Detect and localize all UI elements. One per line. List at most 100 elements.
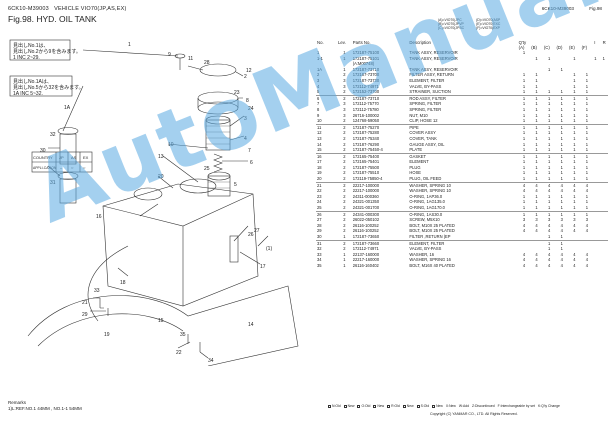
part-description: PLATE xyxy=(409,147,423,153)
table-row: (A:M00748) xyxy=(316,61,608,67)
application-as: ○ xyxy=(71,165,74,170)
part-qty xyxy=(517,239,531,247)
part-qty: 1 xyxy=(522,147,526,153)
part-qty: 1 xyxy=(530,94,543,102)
part-number: 172112-74971 xyxy=(352,246,379,252)
part-level: 1 xyxy=(343,234,346,239)
part-number: 172187-73700 xyxy=(352,72,380,78)
page-header-right: 6CK10-M39003 Fig.98 xyxy=(528,6,602,11)
part-qty: 1 xyxy=(585,112,589,118)
legend-item: New xyxy=(432,404,443,408)
part-number: 24311-000360 xyxy=(352,193,379,199)
part-qty: 1 xyxy=(535,106,538,112)
part-qty: 4 xyxy=(573,251,576,257)
callout-20: 20 xyxy=(158,174,164,180)
qty-col-c: (C) xyxy=(543,45,550,50)
part-number: 26716-100002 xyxy=(352,112,380,118)
model-code: (E)=VIO70(EXC xyxy=(476,22,501,26)
part-level: 3 xyxy=(343,83,346,89)
part-qty: 1 xyxy=(522,176,526,182)
part-qty: 1 xyxy=(555,94,569,102)
part-qty: 1 xyxy=(535,83,538,89)
legend-box-icon xyxy=(373,404,377,408)
part-qty: 1 xyxy=(560,176,563,182)
part-qty: 1 xyxy=(535,55,538,61)
part-level: 1 xyxy=(343,251,346,257)
part-number: 172187-75101 xyxy=(352,55,380,61)
part-qty: 1 xyxy=(548,176,551,182)
part-qty: 4 xyxy=(560,257,563,263)
part-number: 22217-160000 xyxy=(352,257,380,263)
callout-1: 1 xyxy=(128,42,131,48)
part-description: HOSE xyxy=(409,170,422,176)
part-qty: 4 xyxy=(580,181,594,189)
callout-33: 33 xyxy=(94,288,100,294)
qty-col-d: (D) xyxy=(556,45,563,50)
part-qty: 1 xyxy=(555,210,569,218)
legend-item: Z:Discontinued xyxy=(472,404,495,408)
vehicle-name: VEHICLE VIO70(JP,AS,EX) xyxy=(54,6,127,12)
part-qty: 1 xyxy=(522,72,526,78)
part-no-index: 34 xyxy=(317,257,322,263)
part-qty: 1 xyxy=(535,101,538,107)
legend-text: New xyxy=(436,404,443,408)
remarks: Remarks 1)L:REF.NO.1 44MM , NO.1-1 54MM xyxy=(8,400,82,412)
model-legend-col1: (A)=VIO70(JPC (B)=VIO70(JPVP (C)=VIO70(J… xyxy=(438,18,464,30)
part-flag-i: 1 xyxy=(594,55,597,61)
part-level: 2 xyxy=(337,123,352,131)
part-number: 172187-75340 xyxy=(352,135,380,141)
part-qty: 1 xyxy=(522,193,526,199)
part-qty: 1 xyxy=(535,159,538,165)
part-qty: 1 xyxy=(535,205,538,211)
callout-15: 15 xyxy=(158,318,164,324)
legend-box-icon xyxy=(328,404,331,408)
legend-text: Z:Discontinued xyxy=(472,404,495,408)
part-qty: 1 xyxy=(560,193,563,199)
legend-item: X:New xyxy=(446,404,456,408)
page-header: 6CK10-M39003 VEHICLE VIO70(JP,AS,EX) Fig… xyxy=(8,6,126,24)
part-description: SPRING, FILTER xyxy=(409,101,442,107)
part-flag-i xyxy=(593,181,602,189)
part-qty: 1 xyxy=(568,123,581,131)
legend-text: New xyxy=(406,404,414,408)
part-qty: 1 xyxy=(535,118,538,124)
model-code: (B)=VIO70(JPVP xyxy=(438,22,464,26)
part-description: O-RING, 1AP36.0 xyxy=(409,193,443,199)
part-qty: 1 xyxy=(522,159,526,165)
part-qty: 1 xyxy=(573,77,576,83)
part-level: 1 xyxy=(343,262,346,268)
note2-line1: 見出しNo.1Aは、 xyxy=(13,78,52,85)
part-qty: 1 xyxy=(522,83,526,89)
part-number: 172187-73710 xyxy=(352,66,380,72)
part-description: GAUGE ASSY, OIL xyxy=(409,141,445,147)
part-qty: 1 xyxy=(585,159,589,165)
part-qty: 4 xyxy=(548,251,551,257)
part-qty: 4 xyxy=(585,188,589,194)
part-qty: 1 xyxy=(555,152,569,160)
part-qty: 4 xyxy=(522,228,526,234)
callout-11: 11 xyxy=(188,56,193,62)
part-no-index: 12 xyxy=(317,130,322,136)
part-qty: 4 xyxy=(560,262,563,268)
callout-26: 26 xyxy=(248,232,254,238)
part-qty: 1 xyxy=(573,164,576,170)
part-qty: 1 xyxy=(585,193,589,199)
part-qty: 1 xyxy=(573,159,576,165)
part-qty: 1 xyxy=(573,141,576,147)
part-flag-i xyxy=(593,94,602,102)
tank-body-shape xyxy=(102,183,259,307)
part-description: PLUG, OIL FEED xyxy=(409,176,442,182)
model-code: (F)=VIO70(EXP xyxy=(476,26,500,30)
part-level: 2 xyxy=(343,205,346,211)
part-qty: 1 xyxy=(560,112,563,118)
part-flag-r xyxy=(602,263,608,269)
